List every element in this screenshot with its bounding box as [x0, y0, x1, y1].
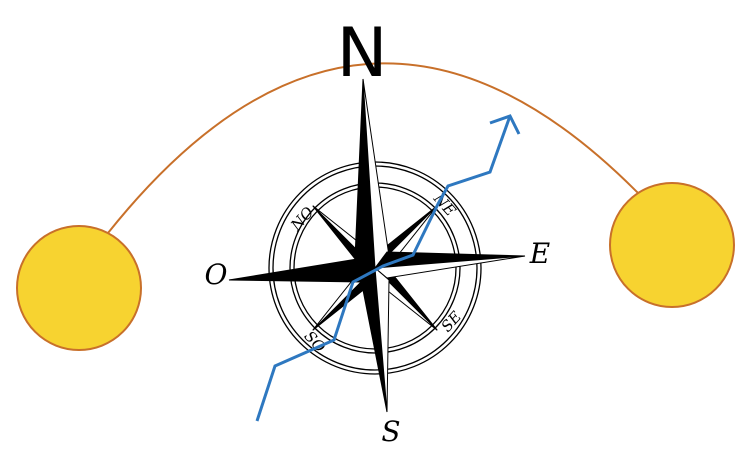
label-south: S [381, 415, 400, 448]
label-east: E [529, 237, 550, 270]
sun-right [610, 183, 734, 307]
label-north: N [337, 14, 388, 93]
compass-rose-icon: NO NE SO SE [229, 79, 525, 412]
sun-left [17, 226, 141, 350]
label-west: O [205, 258, 228, 291]
